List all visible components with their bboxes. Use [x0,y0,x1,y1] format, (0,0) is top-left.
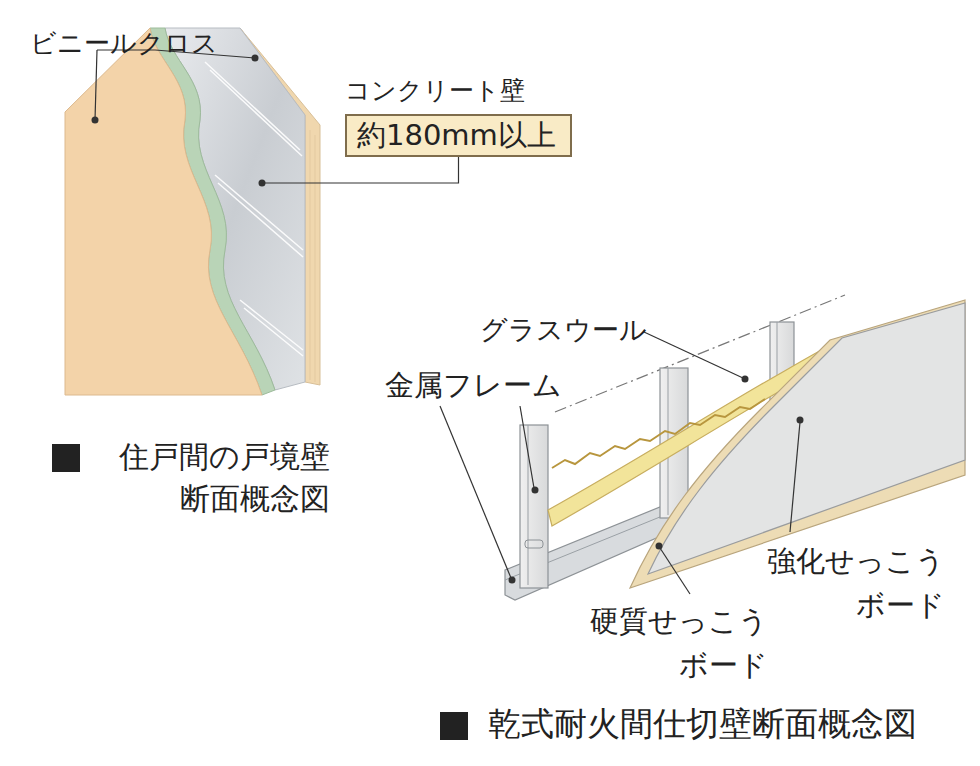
part-label: 金属フレーム [385,368,562,403]
bullet-square [440,712,468,740]
part-label: グラスウール [480,314,647,346]
figure-caption: 乾式耐火間仕切壁断面概念図 [488,704,917,744]
leader-line [262,157,459,183]
part-label: ビニールクロス [30,28,218,59]
value-box: 約180mm以上 [345,114,572,157]
part-label: 硬質せっこう ボード [548,600,768,687]
concrete-wall-figure [65,28,320,395]
figure-caption: 住戸間の戸境壁 断面概念図 [30,436,330,520]
callout-heading: コンクリート壁 [345,76,572,106]
spec-callout: コンクリート壁約180mm以上 [345,76,572,157]
dimension-value: 約180mm以上 [357,118,556,152]
bullet-square [52,444,80,472]
